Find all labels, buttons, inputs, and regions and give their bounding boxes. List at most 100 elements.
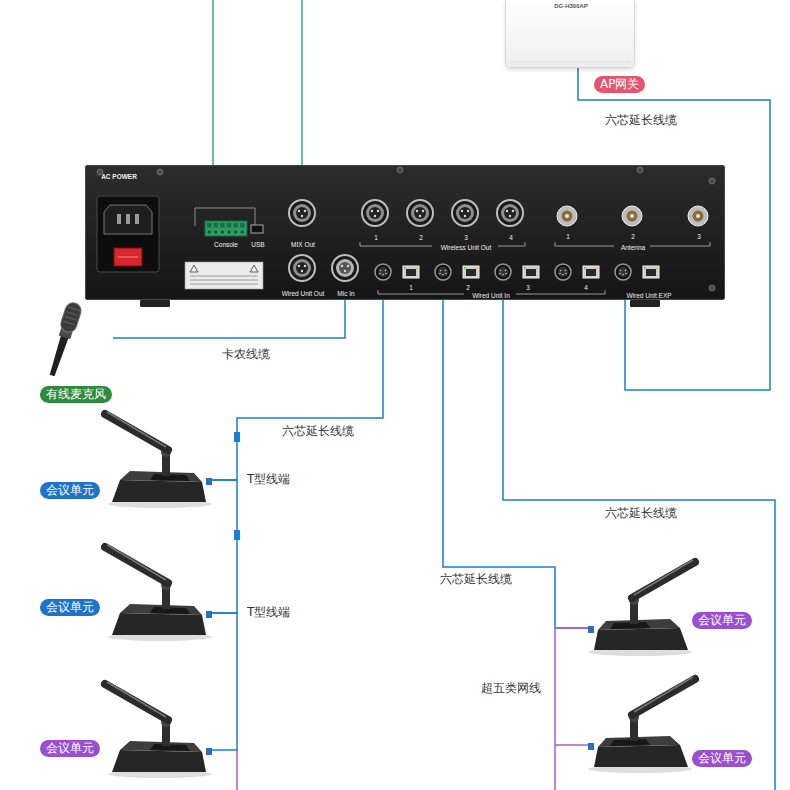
port-label: MIX Out	[291, 241, 315, 248]
conference-unit-illustration	[105, 412, 212, 508]
mic-grille	[68, 307, 79, 311]
unit-gooseneck	[105, 684, 168, 720]
wired-microphone: 有线麦克风	[38, 298, 113, 406]
unit-highlight	[107, 682, 166, 717]
unit-screen	[610, 622, 650, 629]
cable-label: 六芯延长线缆	[605, 506, 677, 520]
cable-connector	[212, 480, 237, 613]
unit-joint	[161, 580, 171, 590]
unit-plug	[588, 743, 594, 750]
node-pill: 有线麦克风	[40, 386, 112, 403]
ap-gateway: DG-H300APAP网关	[505, 0, 635, 68]
unit-base	[112, 480, 206, 502]
unit-top	[598, 619, 680, 630]
port-label: Wired Unit In	[472, 292, 510, 299]
warning-label: CAUTION	[210, 266, 235, 272]
conference-unit-illustration	[105, 545, 212, 641]
rear-panel: AC POWER Console USB MIX Out Wireless Unit O…	[85, 165, 725, 300]
unit-top	[120, 471, 202, 482]
unit-plug	[206, 611, 212, 618]
unit-post	[630, 600, 638, 624]
unit-base	[594, 745, 688, 767]
unit-top	[598, 736, 680, 747]
unit-post	[630, 717, 638, 741]
unit-gooseneck	[632, 679, 695, 715]
cable-label: 卡农线缆	[222, 347, 270, 361]
port-number: 4	[509, 234, 513, 241]
conference-unit: 会议单元	[590, 672, 760, 780]
cable-label: 六芯延长线缆	[605, 113, 677, 127]
unit-shadow	[108, 770, 212, 778]
unit-highlight	[634, 560, 693, 595]
model-name: DG-H300AP	[554, 3, 588, 10]
unit-joint	[161, 717, 171, 727]
foot	[140, 300, 170, 307]
node-pill: 会议单元	[40, 482, 100, 499]
unit-shadow	[588, 765, 692, 773]
mic-grille	[65, 317, 76, 321]
cable-connector	[113, 300, 345, 338]
unit-top	[120, 741, 202, 752]
cable-connector	[555, 628, 590, 745]
cable-connector	[212, 613, 237, 750]
port-label: Wired Unit EXP	[626, 292, 671, 299]
unit-post	[162, 722, 170, 746]
cable-label: 六芯延长线缆	[282, 424, 354, 438]
port-number: 2	[631, 233, 635, 240]
node-pill: 会议单元	[692, 750, 752, 767]
port-label: Wireless Unit Out	[441, 244, 492, 251]
node-pill: 会议单元	[692, 612, 752, 629]
cable-connector	[212, 300, 383, 480]
unit-screen	[150, 607, 190, 614]
unit-screen	[150, 744, 190, 751]
conference-unit: 会议单元	[40, 535, 212, 635]
chain-continuation	[554, 745, 556, 790]
cable-label: 超五类网线	[481, 681, 541, 695]
port-number: 3	[526, 284, 530, 291]
mic-grille	[63, 321, 74, 325]
unit-shadow	[108, 633, 212, 641]
unit-base	[112, 750, 206, 772]
unit-highlight	[107, 545, 166, 580]
t-connector	[234, 530, 240, 540]
port-number: 1	[566, 233, 570, 240]
unit-gooseneck	[632, 562, 695, 598]
unit-base	[112, 613, 206, 635]
port-number: 3	[464, 234, 468, 241]
mic-grille	[66, 312, 77, 316]
port-number: 2	[419, 234, 423, 241]
extension-wire	[503, 300, 775, 790]
unit-top	[120, 604, 202, 615]
unit-plug	[206, 748, 212, 755]
unit-joint	[629, 712, 639, 722]
unit-shadow	[108, 500, 212, 508]
unit-highlight	[107, 412, 166, 447]
unit-highlight	[634, 677, 693, 712]
unit-joint	[629, 595, 639, 605]
conference-unit-illustration	[588, 677, 695, 773]
unit-post	[162, 452, 170, 476]
junction-label: T型线端	[247, 605, 290, 619]
conference-unit: 会议单元	[590, 545, 760, 647]
unit-post	[162, 585, 170, 609]
mic-head	[59, 301, 83, 334]
t-connector	[234, 432, 240, 442]
port-number: 1	[409, 284, 413, 291]
port-label: Antenna	[621, 244, 645, 251]
unit-shadow	[588, 648, 692, 656]
port-number: 3	[697, 233, 701, 240]
chain-continuation	[236, 750, 238, 790]
mic-neck	[59, 328, 73, 339]
unit-screen	[150, 474, 190, 481]
junction-label: T型线端	[247, 472, 290, 486]
conference-unit-illustration	[105, 682, 212, 778]
node-pill: AP网关	[594, 76, 645, 93]
port-label: Console	[214, 241, 238, 248]
microphone-illustration	[45, 301, 84, 378]
port-label: AC POWER	[101, 173, 137, 180]
port-label: USB	[251, 241, 264, 248]
port-number: 4	[584, 284, 588, 291]
unit-screen	[610, 739, 650, 746]
port-number: 1	[374, 234, 378, 241]
